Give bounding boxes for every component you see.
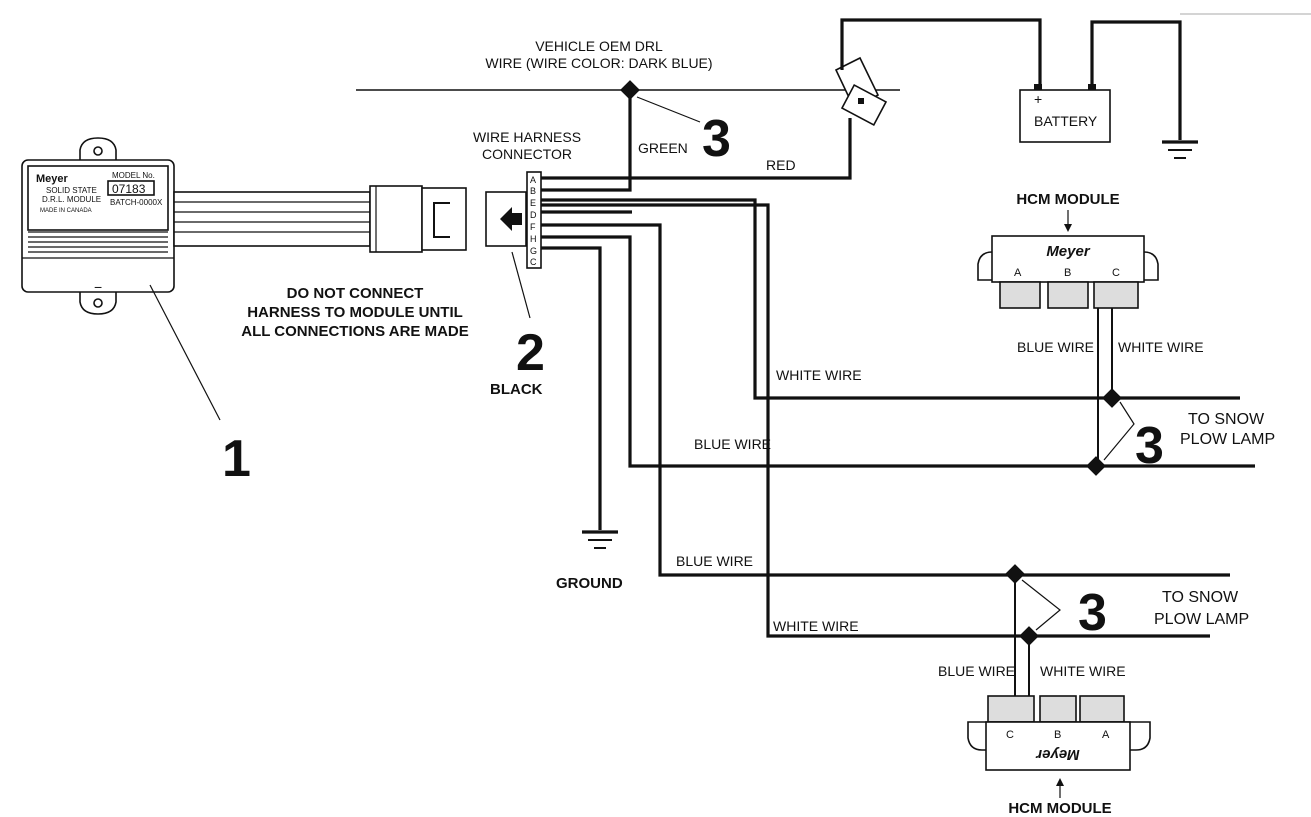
fuse-holder [834, 56, 888, 127]
battery-ground-symbol [1162, 140, 1198, 159]
mid-blue-wire-label: BLUE WIRE [694, 436, 771, 452]
callout-3a: 3 [702, 110, 731, 168]
warning-line3: ALL CONNECTIONS ARE MADE [241, 323, 469, 340]
black-label: BLACK [490, 381, 543, 398]
to-snow-2-line1: TO SNOW [1162, 589, 1239, 606]
bottom-blue-wire-label: BLUE WIRE [938, 663, 1015, 679]
pin-e: E [530, 198, 536, 208]
hcm-top-brand: Meyer [1046, 243, 1091, 260]
green-label: GREEN [638, 140, 688, 156]
drl-label-2: WIRE (WIRE COLOR: DARK BLUE) [485, 55, 712, 71]
battery [1019, 84, 1111, 143]
module-model-label: MODEL No. [112, 171, 155, 180]
harness-connector-label-1: WIRE HARNESS [473, 129, 581, 145]
bottom-white-wire-label: WHITE WIRE [1040, 663, 1126, 679]
hcm-top-pin-b: B [1064, 267, 1071, 279]
callout-3c-leader [1021, 579, 1061, 631]
low-white-wire-label: WHITE WIRE [773, 618, 859, 634]
module-batch: BATCH-0000X [110, 198, 163, 207]
hcm-bottom-label: HCM MODULE [1008, 800, 1111, 817]
hcm-bottom-pin-a: A [1102, 729, 1110, 741]
hcm-top-pin-c: C [1112, 267, 1120, 279]
mid-white-wire-label: WHITE WIRE [776, 367, 862, 383]
pin-h: H [530, 234, 537, 244]
hcm-module-top [977, 235, 1159, 309]
drl-label-1: VEHICLE OEM DRL [535, 38, 663, 54]
upper-blue-splice [1086, 456, 1106, 476]
battery-negative-wire [1090, 20, 1182, 140]
module-harness [173, 185, 467, 253]
module-model-number: 07183 [112, 182, 146, 196]
hcm-module-bottom [967, 695, 1151, 771]
wire-harness-connector [485, 171, 542, 269]
callout-3b-leader [1103, 401, 1135, 461]
connector-pin-labels: A B E D F H G C [530, 175, 537, 267]
upper-white-splice [1102, 388, 1122, 408]
to-snow-1-line2: PLOW LAMP [1180, 431, 1275, 448]
pin-f: F [530, 222, 536, 232]
pin-c: C [530, 257, 537, 267]
module-minus: − [94, 279, 102, 295]
top-blue-wire-label: BLUE WIRE [1017, 339, 1094, 355]
warning-note: DO NOT CONNECT HARNESS TO MODULE UNTIL A… [241, 285, 469, 340]
warning-line2: HARNESS TO MODULE UNTIL [247, 304, 463, 321]
module-brand: Meyer [36, 173, 69, 185]
callout-1: 1 [222, 430, 251, 488]
callout-3c: 3 [1078, 584, 1107, 642]
to-snow-2-line2: PLOW LAMP [1154, 611, 1249, 628]
ground-label: GROUND [556, 575, 623, 592]
hcm-top-pin-a: A [1014, 267, 1022, 279]
pin-g: G [530, 246, 537, 256]
hcm-top-arrow-head [1064, 224, 1072, 232]
pin-a: A [530, 175, 536, 185]
battery-plus: + [1034, 91, 1042, 107]
callout-3b: 3 [1135, 417, 1164, 475]
pin-b: B [530, 186, 536, 196]
module-line2: D.R.L. MODULE [42, 195, 101, 204]
low-blue-wire-label: BLUE WIRE [676, 553, 753, 569]
callout-2: 2 [516, 324, 545, 382]
module-line1: SOLID STATE [46, 186, 97, 195]
hcm-bottom-arrow-head [1056, 778, 1064, 786]
hcm-bottom-brand: Meyer [1035, 746, 1080, 763]
pin-d: D [530, 210, 537, 220]
battery-label: BATTERY [1034, 113, 1098, 129]
hcm-top-label: HCM MODULE [1016, 191, 1119, 208]
battery-positive-wire [840, 18, 1042, 90]
top-white-wire-label: WHITE WIRE [1118, 339, 1204, 355]
module-made-in: MADE IN CANADA [40, 208, 92, 214]
red-label: RED [766, 157, 796, 173]
warning-line1: DO NOT CONNECT [287, 285, 424, 302]
to-snow-1-line1: TO SNOW [1188, 411, 1265, 428]
callout-1-leader [149, 284, 221, 421]
callout-3a-leader [636, 96, 701, 123]
callout-2-leader [511, 251, 531, 319]
harness-connector-label-2: CONNECTOR [482, 146, 572, 162]
hcm-bottom-pin-c: C [1006, 729, 1014, 741]
hcm-bottom-pin-b: B [1054, 729, 1061, 741]
connector-wires [541, 90, 1255, 638]
ground-symbol [582, 530, 618, 549]
